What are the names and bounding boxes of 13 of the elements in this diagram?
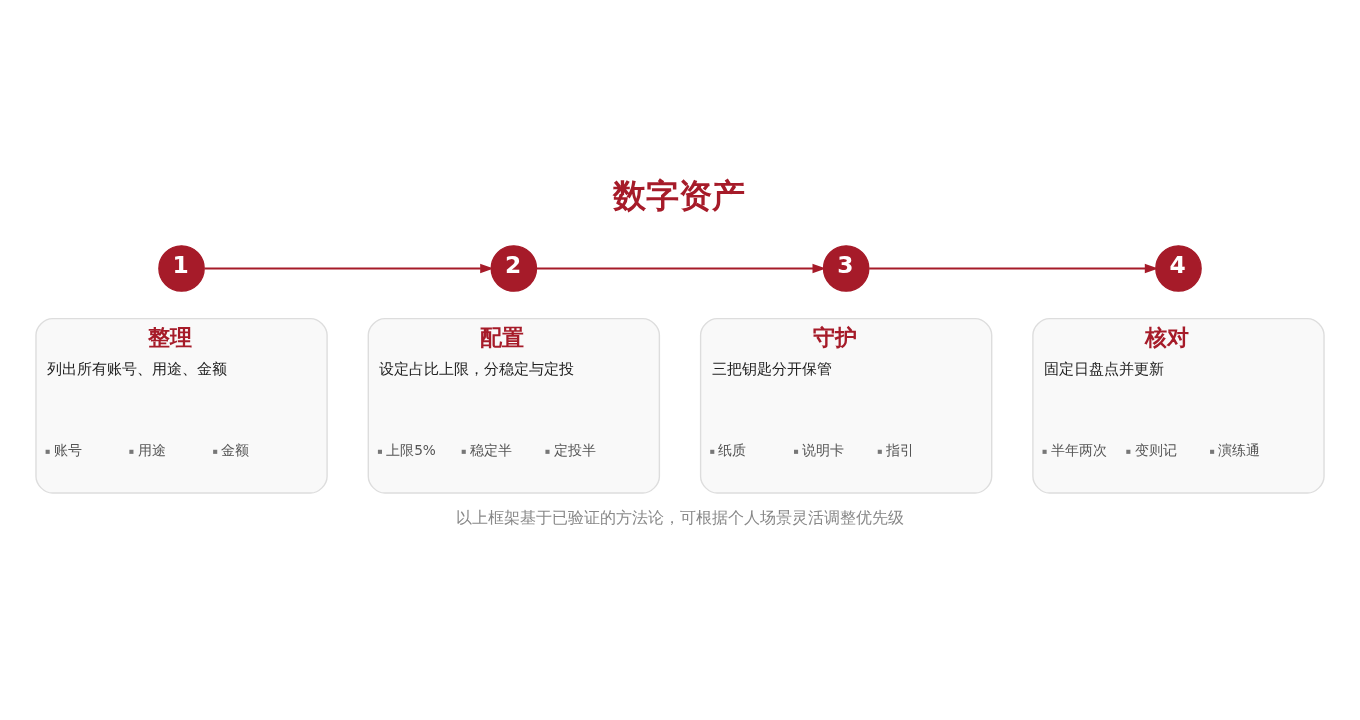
arrow bbox=[535, 263, 826, 273]
node-box: 配置 设定占比上限，分稳定与定投 上限5% 稳定半 定投半 bbox=[367, 317, 661, 494]
caption: 以上框架基于已验证的方法论，可根据个人场景灵活调整优先级 bbox=[456, 507, 904, 527]
node-circle: 3 bbox=[822, 244, 870, 292]
diagram-title: 数字资产 bbox=[613, 175, 746, 215]
node-box: 整理 列出所有账号、用途、金额 账号 用途 金额 bbox=[35, 317, 328, 494]
node-circle: 4 bbox=[1155, 244, 1202, 292]
node-circle: 2 bbox=[490, 244, 538, 292]
arrow bbox=[868, 263, 1159, 273]
node-box: 守护 三把钥匙分开保管 纸质 说明卡 指引 bbox=[699, 317, 993, 494]
arrow bbox=[203, 263, 494, 273]
node-box: 核对 固定日盘点并更新 半年两次 变则记 演练通 bbox=[1032, 317, 1325, 494]
node-circle: 1 bbox=[158, 244, 205, 292]
